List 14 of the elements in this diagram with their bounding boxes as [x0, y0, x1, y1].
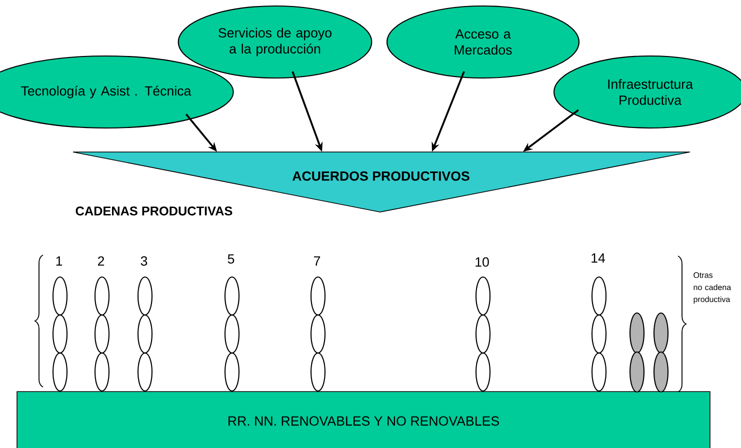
- chain-number: 3: [140, 256, 148, 266]
- ellipse-node: Infraestructura Productiva: [553, 55, 741, 129]
- chain-number: 14: [592, 253, 606, 263]
- chain-number: 5: [228, 254, 234, 264]
- ellipse-node: Acceso a Mercados: [386, 5, 580, 79]
- chain-number: 2: [98, 256, 104, 266]
- note: Otras: [694, 272, 713, 278]
- chain-number: 10: [476, 257, 489, 267]
- note: no cadena productiva: [694, 284, 732, 304]
- ellipse-node: Servicios de apoyo a la producción: [178, 5, 372, 79]
- heading: CADENAS PRODUCTIVAS: [76, 206, 232, 216]
- chain-number: 1: [56, 256, 62, 266]
- chain-number: 7: [314, 256, 320, 266]
- base-bar: RR. NN. RENOVABLES Y NO RENOVABLES: [16, 391, 710, 448]
